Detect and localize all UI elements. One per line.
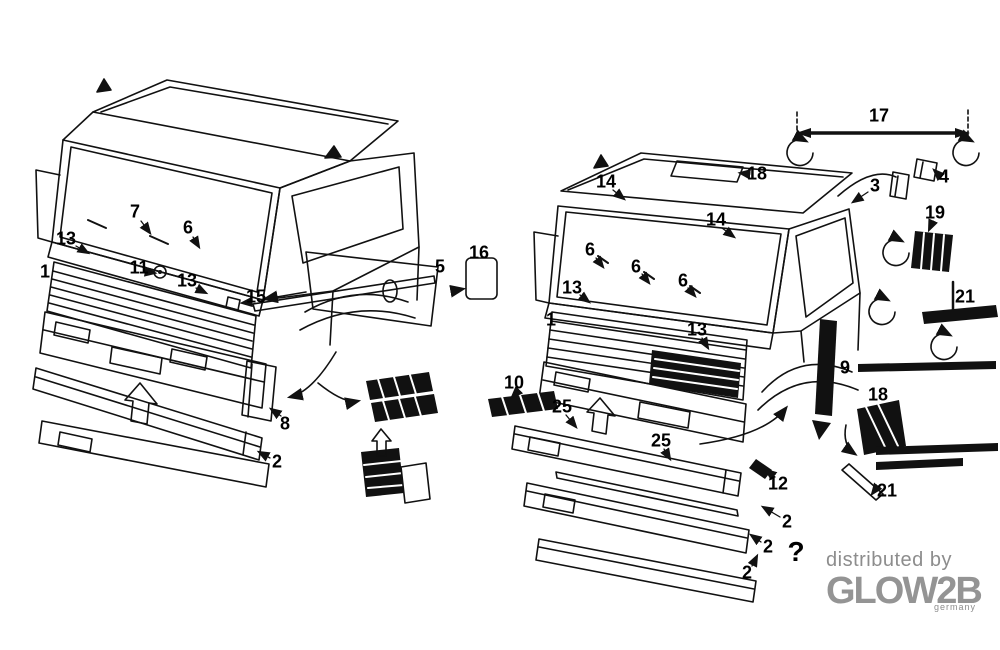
watermark-country: germany [934,602,977,612]
decal-9 [858,361,996,372]
callout-label-14: 14 [705,209,727,230]
bumper [538,361,747,443]
callout-label-6: 6 [630,256,642,277]
left-truck-cab-drawing [32,78,498,504]
cab-side [262,152,420,301]
decal-19 [911,231,953,272]
callout-label-18: 18 [746,163,768,184]
exploded-skirts [511,425,757,603]
callout-label-12: 12 [767,473,789,494]
callout-label-13: 13 [686,319,708,340]
callout-label-5: 5 [434,256,446,277]
corner-piece-8 [241,360,277,422]
callout-label-q: ? [787,536,805,567]
callout-label-13: 13 [176,270,198,291]
mirror [889,171,910,200]
decal-18 [857,400,906,455]
callout-label-17: 17 [868,105,890,126]
roof [560,152,853,214]
side-decal-bar [815,319,837,416]
grille [46,261,257,369]
dimension-line-17 [786,109,980,167]
callout-label-25: 25 [650,430,672,451]
callout-label-21: 21 [954,286,976,307]
callout-label-8: 8 [279,413,291,434]
callout-label-13: 13 [561,277,583,298]
callout-label-1: 1 [545,309,557,330]
clip-16 [465,257,498,300]
side-window [291,166,404,264]
callout-label-19: 19 [924,202,946,223]
callout-label-2: 2 [781,511,793,532]
decal-10 [488,391,558,417]
cab-side [772,208,861,334]
callout-label-11: 11 [129,257,149,278]
assembly-arrow [586,397,616,435]
deflector-panel-5 [252,251,439,327]
callout-label-3: 3 [869,175,881,196]
side-window [795,217,854,318]
grille [545,311,748,401]
windshield [51,139,281,301]
watermark-distributed-by: distributed by [826,549,952,571]
windshield [548,205,790,334]
callout-label-4: 4 [938,166,950,187]
callout-label-10: 10 [503,372,525,393]
roof [92,79,399,162]
callout-label-6: 6 [182,217,194,238]
mirror-arm [837,173,897,197]
callout-label-18: 18 [867,384,889,405]
sunroof [670,160,744,183]
callout-label-13: 13 [55,228,77,249]
lower-skirt [32,367,270,488]
bumper [39,311,267,409]
decal-21 [922,305,998,324]
callout-label-21: 21 [876,480,898,501]
callout-label-6: 6 [584,239,596,260]
leader-lines [75,220,283,462]
leader-lines [510,168,946,568]
callout-label-25: 25 [551,396,573,417]
watermark-logo: GLOW2B [826,570,983,612]
callout-label-1: 1 [39,261,51,282]
callout-label-16: 16 [468,242,490,263]
callout-label-2: 2 [762,536,774,557]
decal-patches-left [361,372,438,497]
callout-label-2: 2 [741,562,753,583]
right-truck-cab-drawing [488,109,998,603]
watermark: distributed by GLOW2B germany [826,549,983,612]
callout-label-14: 14 [595,171,617,192]
callout-label-9: 9 [839,357,851,378]
callout-label-2: 2 [271,451,283,472]
callout-label-7: 7 [129,201,141,222]
callout-label-6: 6 [677,270,689,291]
callout-label-15: 15 [245,286,267,307]
